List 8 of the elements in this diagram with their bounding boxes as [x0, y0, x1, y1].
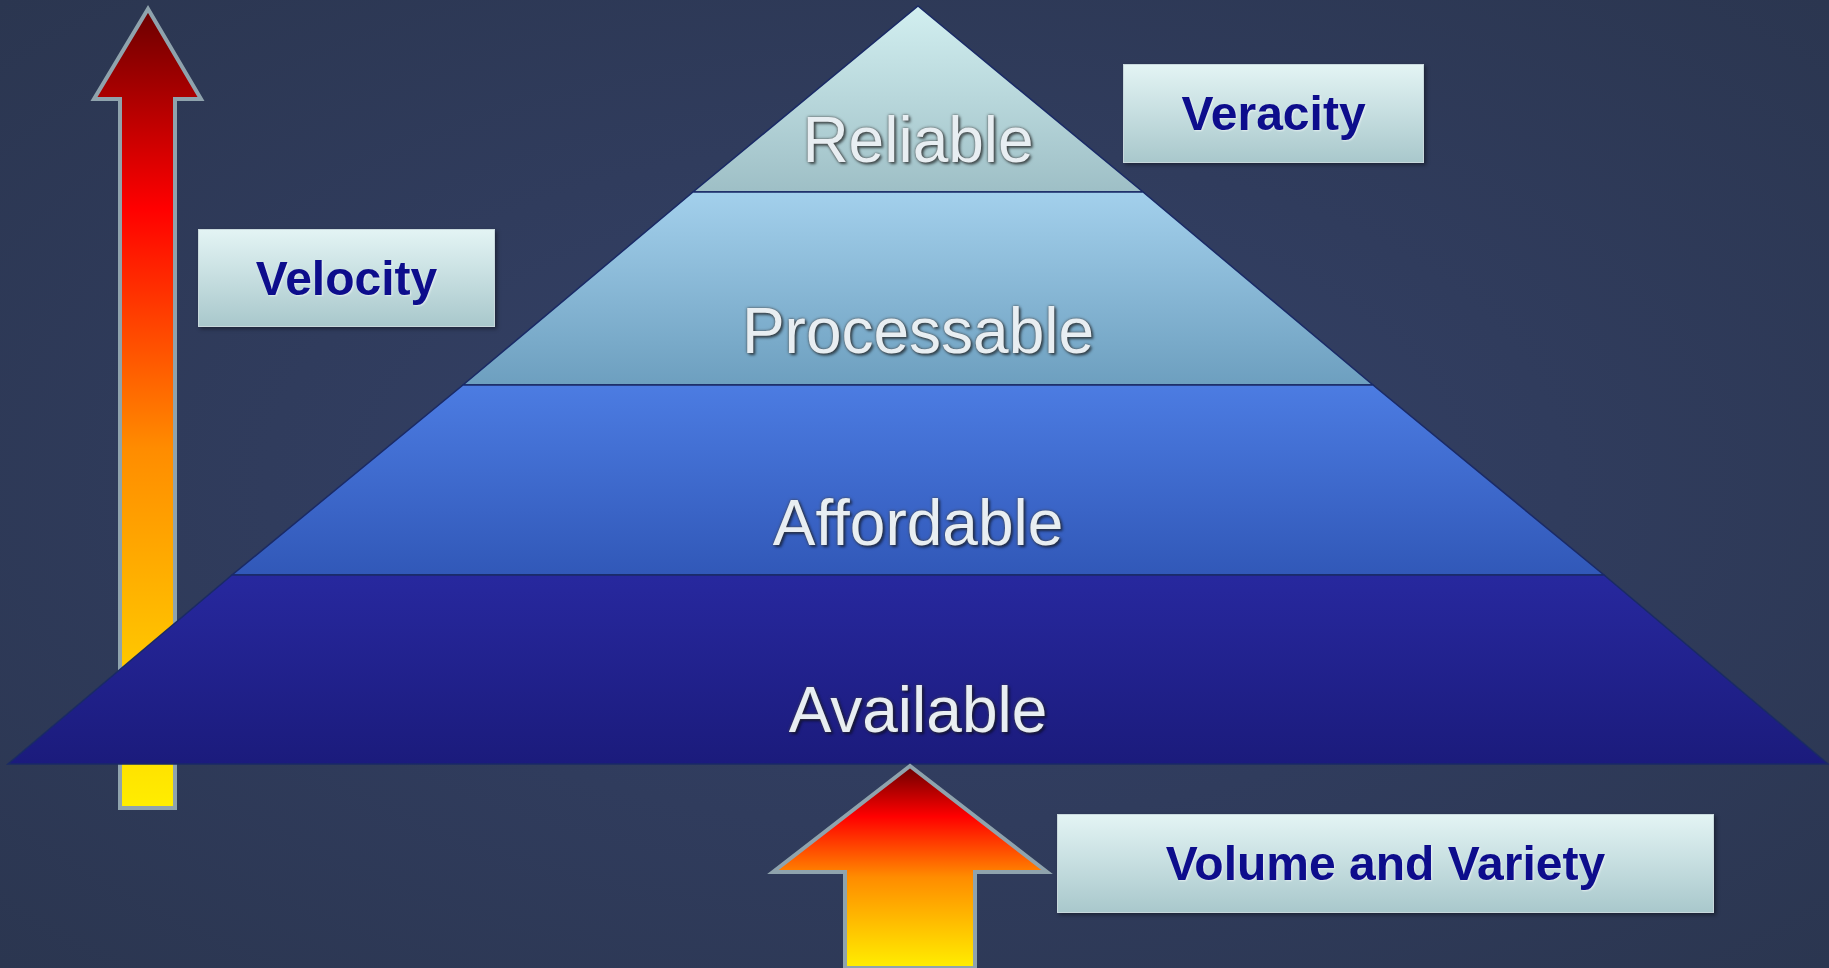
label-box: Veracity: [1123, 64, 1424, 163]
label-box: Volume and Variety: [1057, 814, 1714, 913]
label-box: Velocity: [198, 229, 495, 327]
tier-label: Available: [787, 678, 1049, 742]
block-arrow: [767, 763, 1053, 968]
tier-label: Reliable: [801, 108, 1035, 172]
tier-label: Affordable: [771, 491, 1065, 555]
tier-label: Processable: [740, 299, 1096, 363]
